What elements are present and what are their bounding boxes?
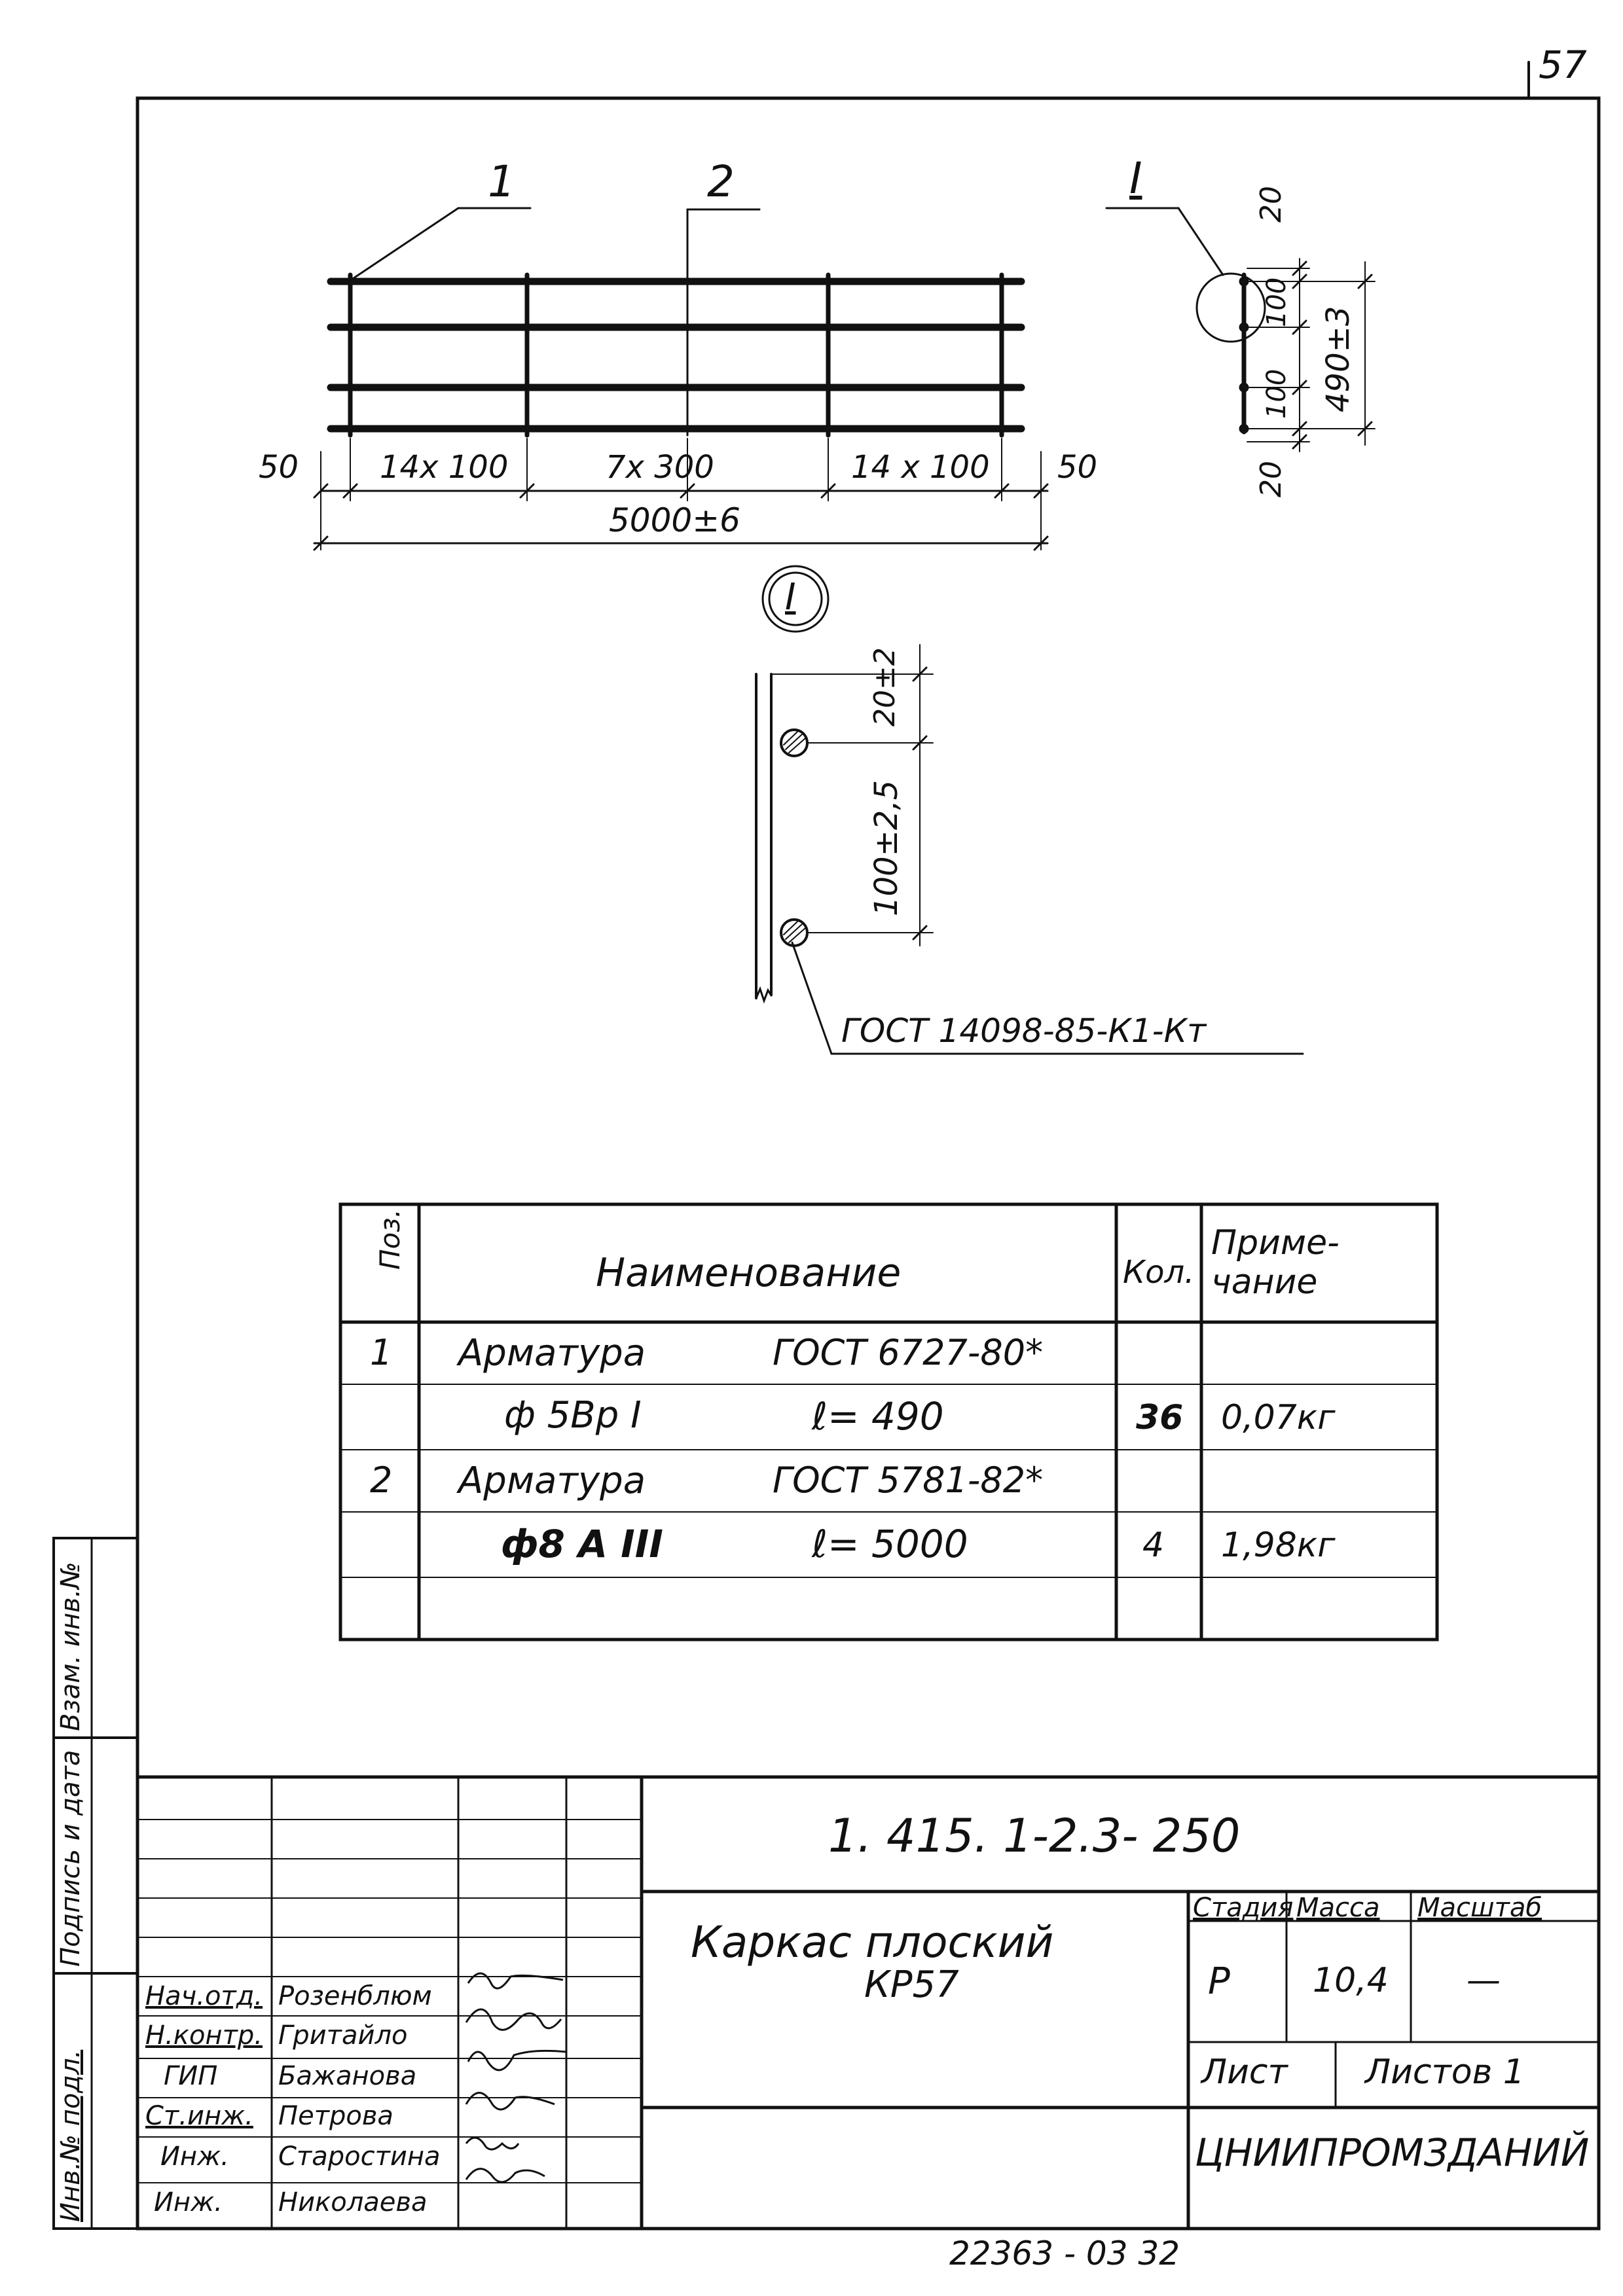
dim-end-left: 50 (259, 449, 299, 486)
spec-row-note: 1,98кг (1221, 1526, 1336, 1565)
side-stamp-inventory: Инв.№ подл. (56, 2049, 86, 2222)
spec-row-name-right: ℓ= 5000 (812, 1522, 968, 1566)
scale-value: — (1467, 1961, 1501, 2000)
signature-role: Инж. (154, 2187, 223, 2217)
spec-row-name-left: ф 5Вр I (504, 1394, 642, 1437)
spec-header-pos: Поз. (374, 1209, 406, 1270)
spec-header-note: Приме- чание (1211, 1223, 1340, 1302)
mass-value: 10,4 (1313, 1961, 1389, 2000)
section-dim-total: 490±3 (1320, 306, 1357, 412)
sheet-label: Лист (1201, 2053, 1288, 2092)
spec-table-grid (338, 1202, 1439, 1641)
signature-name: Старостина (278, 2142, 441, 2172)
signature-scribbles (465, 1972, 567, 2183)
archive-number: 22363 - 03 32 (949, 2234, 1180, 2272)
title-block-grid (136, 1775, 1601, 2231)
drawing-mark: КР57 (864, 1964, 959, 2006)
signature-name: Петрова (278, 2101, 393, 2131)
frame-elevation (313, 207, 1049, 551)
page-mark: 57 (1539, 43, 1587, 87)
signature-role: ГИП (164, 2061, 218, 2091)
callout-pos-1: 1 (488, 156, 515, 207)
signature-name: Розенблюм (278, 1981, 432, 2011)
side-stamp-signature: Подпись и дата (56, 1749, 86, 1967)
spec-row-pos: 2 (370, 1460, 393, 1501)
dim-end-right: 50 (1057, 449, 1098, 486)
section-dim-bottom: 20 (1254, 461, 1288, 497)
spec-row-qty: 36 (1136, 1398, 1184, 1437)
spec-row-name-right: ℓ= 490 (812, 1394, 944, 1439)
section-dim-upper: 100 (1262, 277, 1292, 327)
drawing-designation: 1. 415. 1-2.3- 250 (828, 1809, 1241, 1863)
stage-label: Стадия (1193, 1893, 1294, 1923)
sheets-label: Листов 1 (1365, 2053, 1525, 2092)
signature-name: Бажанова (278, 2061, 417, 2091)
spec-row-name-right: ГОСТ 6727-80* (773, 1332, 1044, 1373)
dim-pitch-middle: 7x 300 (606, 449, 714, 486)
section-dim-lower: 100 (1262, 368, 1292, 419)
spec-header-name: Наименование (596, 1250, 902, 1296)
signature-name: Николаева (278, 2187, 428, 2217)
spec-row-name-left: ф8 А III (501, 1522, 663, 1566)
dim-total-length: 5000±6 (609, 501, 740, 539)
detail-dim-pitch: 100±2,5 (868, 780, 905, 916)
stage-value: Р (1208, 1960, 1230, 2003)
sheet-frame (136, 96, 1601, 2231)
detail-marker: I (785, 576, 796, 619)
side-stamp-grid (52, 1537, 139, 2230)
organization-name: ЦНИИПРОМЗДАНИЙ (1195, 2130, 1590, 2175)
signature-role: Инж. (160, 2142, 229, 2172)
side-stamp-replacement: Взам. инв.№ (56, 1562, 86, 1731)
spec-row-qty: 4 (1142, 1526, 1165, 1565)
detail-dim-cover: 20±2 (868, 647, 902, 726)
mass-label: Масса (1296, 1893, 1380, 1923)
detail-one (755, 565, 1304, 1055)
dim-pitch-left: 14x 100 (380, 449, 509, 486)
callout-section-ref: I (1129, 153, 1142, 204)
signature-name: Гритайло (278, 2020, 408, 2051)
spec-row-pos: 1 (370, 1332, 393, 1373)
spec-row-name-left: Арматура (458, 1460, 646, 1502)
spec-row-name-right: ГОСТ 5781-82* (773, 1460, 1044, 1501)
signature-role: Нач.отд. (145, 1981, 263, 2011)
spec-header-qty: Кол. (1123, 1254, 1195, 1291)
scale-label: Масштаб (1417, 1893, 1542, 1923)
frame-section (1105, 207, 1376, 452)
spec-table: Поз. Наименование Кол. Приме- чание 1 Ар… (340, 1204, 1437, 1640)
signature-role: Н.контр. (145, 2020, 263, 2051)
signature-role: Ст.инж. (145, 2101, 253, 2131)
dim-pitch-right: 14 x 100 (851, 449, 990, 486)
section-dim-top: 20 (1254, 186, 1288, 223)
drawing-title: Каркас плоский (691, 1917, 1054, 1967)
weld-note: ГОСТ 14098-85-К1-Кт (841, 1012, 1207, 1050)
spec-row-name-left: Арматура (458, 1332, 646, 1374)
callout-pos-2: 2 (707, 156, 735, 207)
spec-row-note: 0,07кг (1221, 1398, 1336, 1437)
